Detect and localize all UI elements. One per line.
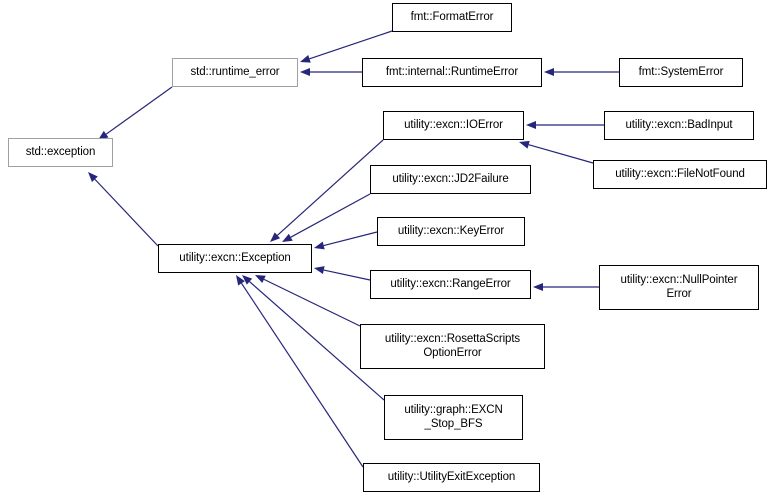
class-node-utility-excn-filenotfound[interactable]: utility::excn::FileNotFound: [593, 160, 767, 189]
class-node-utility-excn-keyerror[interactable]: utility::excn::KeyError: [377, 217, 525, 246]
inheritance-arrowhead: [270, 232, 281, 242]
inheritance-arrowhead: [300, 55, 311, 63]
class-node-label: utility::excn::JD2Failure: [392, 172, 509, 185]
class-node-utility-excn-nullpointererror[interactable]: utility::excn::NullPointer Error: [599, 265, 759, 310]
inheritance-edge-line: [241, 283, 364, 468]
inheritance-edge-line: [290, 193, 371, 238]
class-node-fmt-systemerror[interactable]: fmt::SystemError: [619, 58, 743, 87]
inheritance-edge-line: [528, 144, 594, 164]
inheritance-edge-line: [323, 231, 378, 247]
inheritance-arrowhead: [255, 275, 266, 283]
inheritance-arrowhead: [236, 275, 245, 286]
inheritance-edge-line: [263, 278, 361, 327]
class-node-utility-excn-jd2failure[interactable]: utility::excn::JD2Failure: [370, 165, 531, 194]
class-node-label: utility::excn::FileNotFound: [615, 167, 745, 180]
class-node-label: fmt::FormatError: [410, 10, 494, 23]
inheritance-arrowhead: [533, 283, 543, 291]
class-node-label: utility::excn::RangeError: [390, 277, 511, 290]
class-node-utility-excn-ioerror[interactable]: utility::excn::IOError: [383, 111, 524, 140]
inheritance-arrowhead: [300, 68, 310, 76]
inheritance-arrowhead: [88, 172, 98, 183]
inheritance-arrowhead: [242, 275, 253, 285]
class-node-label: std::runtime_error: [190, 65, 280, 78]
class-node-utility-excn-rangeerror[interactable]: utility::excn::RangeError: [370, 270, 531, 299]
class-node-label: utility::UtilityExitException: [387, 470, 516, 483]
inheritance-edge-line: [94, 178, 159, 247]
inheritance-edge-line: [309, 30, 393, 60]
class-node-label: std::exception: [25, 145, 96, 158]
class-node-label: fmt::SystemError: [638, 65, 724, 78]
inheritance-arrowhead: [282, 233, 293, 242]
class-node-fmt-internal-runtimeerror[interactable]: fmt::internal::RuntimeError: [362, 58, 542, 87]
class-node-utility-utilityexitexception[interactable]: utility::UtilityExitException: [363, 463, 540, 492]
class-node-utility-excn-rosettascriptsoptionerror[interactable]: utility::excn::RosettaScripts OptionErro…: [360, 324, 545, 369]
class-node-label: utility::excn::BadInput: [625, 118, 733, 131]
inheritance-arrowhead: [314, 241, 325, 250]
inheritance-arrowhead: [526, 121, 536, 129]
inheritance-edge-line: [105, 86, 173, 135]
inheritance-arrowhead: [544, 68, 554, 76]
class-node-std-runtime-error[interactable]: std::runtime_error: [172, 58, 298, 87]
inheritance-arrowhead: [314, 266, 325, 275]
class-node-label: utility::excn::NullPointer Error: [620, 274, 738, 300]
class-node-label: utility::excn::IOError: [404, 118, 503, 131]
inheritance-arrowhead: [519, 140, 530, 149]
class-node-label: fmt::internal::RuntimeError: [385, 65, 519, 78]
class-node-utility-graph-excn-stop-bfs[interactable]: utility::graph::EXCN _Stop_BFS: [384, 395, 523, 440]
class-node-label: utility::excn::Exception: [179, 251, 291, 264]
inheritance-edge-line: [323, 269, 371, 281]
class-node-label: utility::graph::EXCN _Stop_BFS: [404, 404, 503, 430]
inheritance-edge-line: [277, 139, 384, 236]
class-node-label: utility::excn::RosettaScripts OptionErro…: [384, 333, 521, 359]
class-node-std-exception[interactable]: std::exception: [8, 138, 113, 167]
class-node-fmt-formaterror[interactable]: fmt::FormatError: [392, 3, 512, 32]
class-node-utility-excn-badinput[interactable]: utility::excn::BadInput: [604, 111, 754, 140]
class-node-utility-excn-exception[interactable]: utility::excn::Exception: [158, 244, 312, 273]
class-node-label: utility::excn::KeyError: [397, 224, 505, 237]
